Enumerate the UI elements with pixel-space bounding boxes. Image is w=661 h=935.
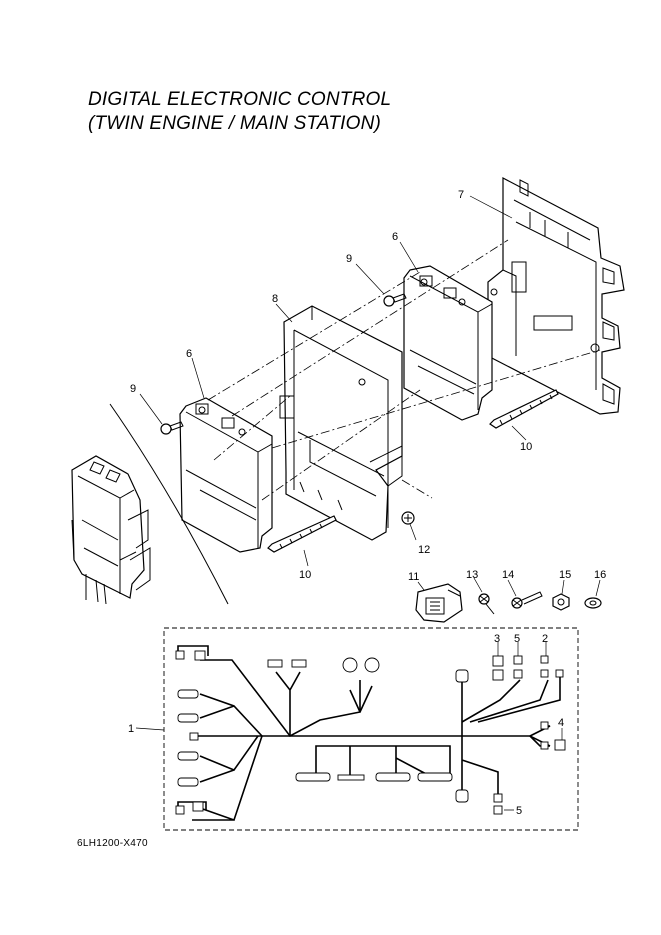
part-14-bolt[interactable] bbox=[511, 591, 543, 609]
part-11-connector[interactable] bbox=[415, 583, 463, 623]
part-9-screw-upper[interactable] bbox=[383, 293, 407, 307]
callout-1: 1 bbox=[128, 723, 134, 735]
alignment-lines bbox=[207, 239, 601, 501]
callout-12: 12 bbox=[418, 544, 430, 556]
callout-4: 4 bbox=[558, 717, 564, 729]
part-8-bracket[interactable] bbox=[279, 305, 403, 541]
leader-lines bbox=[135, 195, 601, 811]
part-7-bracket[interactable] bbox=[487, 177, 625, 415]
callout-2: 2 bbox=[542, 633, 548, 645]
part-16-washer[interactable] bbox=[584, 597, 602, 609]
callout-5-top: 5 bbox=[514, 633, 520, 645]
part-15-nut[interactable] bbox=[552, 593, 570, 611]
callout-16: 16 bbox=[594, 569, 606, 581]
diagram-code: 6LH1200-X470 bbox=[77, 838, 148, 849]
callout-7: 7 bbox=[458, 189, 464, 201]
callout-8: 8 bbox=[272, 293, 278, 305]
callout-15: 15 bbox=[559, 569, 571, 581]
part-10-long-bolt-lower[interactable] bbox=[267, 515, 337, 553]
callout-labels: 7 6 9 8 6 9 10 10 12 11 13 14 15 16 1 3 … bbox=[128, 189, 606, 817]
callout-5-bottom: 5 bbox=[516, 805, 522, 817]
ecu-assembly-view bbox=[71, 403, 229, 605]
callout-3: 3 bbox=[494, 633, 500, 645]
callout-10-lower: 10 bbox=[299, 569, 311, 581]
part-9-screw-lower[interactable] bbox=[160, 421, 184, 435]
harness-dashed-frame bbox=[163, 627, 579, 831]
callout-6-front: 6 bbox=[186, 348, 192, 360]
part-13-screw[interactable] bbox=[478, 593, 495, 615]
part-6-ecu-front[interactable] bbox=[179, 397, 273, 553]
callout-6-rear: 6 bbox=[392, 231, 398, 243]
callout-11: 11 bbox=[408, 571, 419, 583]
part-6-ecu-rear[interactable] bbox=[403, 265, 493, 421]
part-1-wire-harness[interactable] bbox=[163, 627, 579, 831]
callout-10-upper: 10 bbox=[520, 441, 532, 453]
diagram-title-line-2: (TWIN ENGINE / MAIN STATION) bbox=[88, 113, 382, 134]
callout-14: 14 bbox=[502, 569, 514, 581]
part-10-long-bolt-upper[interactable] bbox=[489, 389, 559, 429]
callout-13: 13 bbox=[466, 569, 478, 581]
part-12-screw[interactable] bbox=[401, 511, 415, 525]
callout-9-upper: 9 bbox=[346, 253, 352, 265]
callout-9-lower: 9 bbox=[130, 383, 136, 395]
diagram-title-line-1: DIGITAL ELECTRONIC CONTROL bbox=[88, 89, 392, 110]
